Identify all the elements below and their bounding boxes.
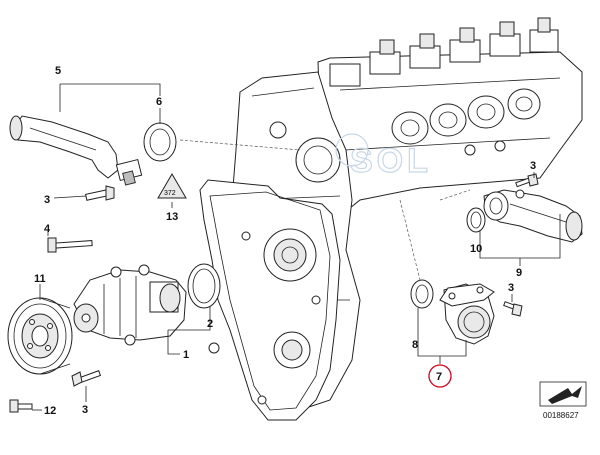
callout-8: 8 — [412, 339, 418, 351]
watermark-text: SOL — [350, 142, 432, 180]
pulley-illustration — [7, 297, 73, 375]
callout-6: 6 — [156, 96, 162, 108]
bolt-illustration — [85, 185, 115, 201]
callout-13: 13 — [166, 211, 178, 223]
leader-lines — [32, 83, 561, 411]
callout-11: 11 — [34, 273, 46, 285]
thermostat-gasket-illustration — [466, 207, 486, 233]
callout-12: 12 — [44, 405, 56, 417]
pulley-bolt-illustration — [9, 399, 33, 413]
callout-9: 9 — [516, 267, 522, 279]
warning-label-text: 372 — [164, 190, 176, 197]
housing-bolt-illustration — [515, 173, 539, 188]
warning-label-icon: 372 — [157, 173, 187, 199]
callout-4: 4 — [44, 223, 51, 235]
callout-7-highlight-ring — [428, 364, 452, 388]
outlet-gasket-illustration — [410, 279, 434, 309]
callout-10: 10 — [470, 243, 482, 255]
temperature-sensor-illustration — [115, 158, 143, 186]
orientation-arrow-icon — [539, 381, 587, 407]
callout-7: 7 — [436, 371, 442, 383]
front-cover-illustration — [199, 179, 341, 421]
callout-3-hose-bolt: 3 — [44, 194, 50, 206]
callout-2: 2 — [207, 318, 213, 330]
pump-bolt-illustration — [71, 370, 102, 387]
callout-3-thermostat: 3 — [530, 160, 536, 172]
watermark-ring — [335, 133, 369, 167]
cylinder-head-illustration — [317, 17, 583, 213]
diagram-code: 00188627 — [543, 411, 579, 420]
long-bolt-illustration — [47, 237, 93, 253]
callout-3-outlet: 3 — [508, 282, 514, 294]
outlet-bolt-illustration — [503, 301, 523, 317]
coolant-outlet-illustration — [439, 283, 495, 345]
pump-gasket-illustration — [187, 263, 221, 309]
callout-5: 5 — [55, 65, 61, 77]
callout-1: 1 — [183, 349, 189, 361]
water-pump-illustration — [73, 264, 187, 346]
coolant-hose-upper-illustration — [9, 115, 177, 179]
thermostat-housing-illustration — [483, 189, 583, 243]
callout-3-pump-bolt: 3 — [82, 404, 88, 416]
